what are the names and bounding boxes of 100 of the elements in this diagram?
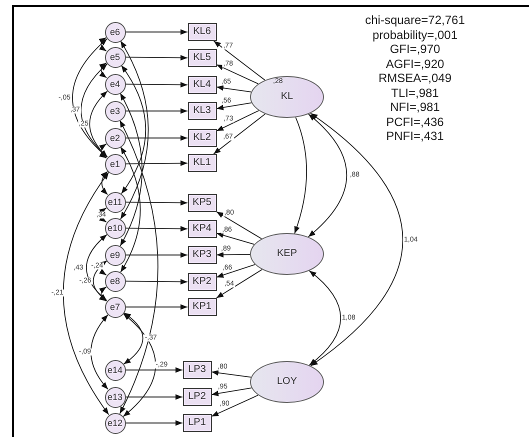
arrow <box>125 54 188 61</box>
arrow <box>216 232 255 245</box>
arrow <box>216 269 263 298</box>
indicator-box <box>188 154 216 172</box>
node-label: e7 <box>110 302 120 312</box>
arrow <box>216 102 252 110</box>
arrow <box>125 304 188 310</box>
node-label: KL2 <box>193 133 211 143</box>
covariance-arrow <box>62 172 110 416</box>
covariance-arrow <box>99 62 107 78</box>
arrow <box>211 370 252 378</box>
arrow <box>213 114 266 154</box>
arrow <box>125 278 188 285</box>
node-label: e2 <box>110 134 120 142</box>
covariance-arrow <box>90 314 108 390</box>
node-label: e4 <box>110 80 120 88</box>
node-label: e13 <box>107 392 123 402</box>
node-label: KP1 <box>192 302 212 312</box>
covariance-arrow <box>308 270 342 366</box>
covariance-arrow <box>120 40 149 220</box>
node-label: e5 <box>110 52 120 62</box>
covariance-arrow <box>120 146 141 273</box>
node-label: KP5 <box>192 198 212 208</box>
node-label: e6 <box>110 28 120 36</box>
node-label: LOY <box>276 377 297 387</box>
arrow <box>125 367 183 373</box>
node-label: KL5 <box>193 53 211 63</box>
arrow <box>125 200 188 206</box>
arrow <box>216 211 262 240</box>
indicator-box <box>188 23 216 41</box>
arrow <box>125 160 188 166</box>
covariance-arrow <box>120 64 146 194</box>
node-label: e8 <box>110 276 120 286</box>
arrow <box>211 387 252 396</box>
arrow <box>213 40 266 81</box>
arrow <box>125 252 188 258</box>
fit-statistic: PNFI=,431 <box>386 129 444 144</box>
node-label: e11 <box>108 198 122 206</box>
indicator-box <box>182 414 212 432</box>
node-label: KL1 <box>193 158 211 168</box>
indicator-box <box>188 273 216 291</box>
arrow <box>125 135 188 141</box>
arrow <box>125 226 188 232</box>
fit-statistic: chi-square=72,761 <box>365 13 465 28</box>
covariance-arrow <box>122 313 156 417</box>
covariance-arrow <box>72 38 108 158</box>
covariance-arrow <box>120 92 143 246</box>
node-label: e10 <box>107 224 123 232</box>
indicator-box <box>188 49 216 67</box>
node-label: KP4 <box>192 224 212 234</box>
arrow <box>216 252 250 258</box>
node-label: KEP <box>276 249 297 259</box>
fit-statistic: RMSEA=,049 <box>378 71 452 86</box>
indicator-box <box>188 129 216 147</box>
arrow <box>125 29 188 35</box>
fit-statistic: NFI=,981 <box>390 100 440 114</box>
indicator-box <box>188 298 216 316</box>
node-label: KL <box>280 92 294 102</box>
arrow <box>294 116 308 234</box>
fit-statistic: TLI=,981 <box>391 86 439 100</box>
node-label: KP2 <box>192 277 212 287</box>
arrow <box>216 110 260 132</box>
latent-ellipse <box>250 361 324 403</box>
arrow <box>216 85 252 92</box>
arrow <box>125 82 188 88</box>
node-label: e14 <box>107 366 123 374</box>
covariance-arrow <box>123 312 144 365</box>
arrow <box>216 264 256 278</box>
node-label: e9 <box>110 250 120 260</box>
fit-statistic: probability=,001 <box>372 28 458 42</box>
fit-statistic: AGFI=,920 <box>386 56 444 71</box>
node-label: KL6 <box>193 27 211 37</box>
covariance-arrow <box>310 112 404 366</box>
covariance-arrow <box>89 90 108 158</box>
node-label: LP2 <box>188 392 206 402</box>
node-label: e3 <box>110 106 120 116</box>
node-label: LP3 <box>188 365 206 375</box>
covariance-arrow <box>80 64 108 158</box>
indicator-box <box>188 76 216 94</box>
latent-ellipse <box>250 233 324 275</box>
covariance-arrow <box>92 260 108 302</box>
indicator-box <box>188 102 216 120</box>
arrow <box>125 108 188 114</box>
node-label: LP1 <box>188 418 206 428</box>
node-label: e12 <box>107 418 123 428</box>
covariance-arrow <box>99 286 107 302</box>
arrow <box>216 64 259 84</box>
indicator-box <box>182 388 212 406</box>
covariance-arrow <box>98 37 107 52</box>
covariance-arrow <box>86 234 108 301</box>
indicator-box <box>188 220 216 238</box>
indicator-box <box>182 361 212 379</box>
covariance-arrow <box>99 143 107 159</box>
indicator-box <box>188 194 216 212</box>
arrow <box>125 420 183 426</box>
covariance-arrow <box>119 120 158 414</box>
fit-statistic: GFI=,970 <box>390 42 440 56</box>
node-label: e1 <box>110 160 120 168</box>
indicator-box <box>188 246 216 264</box>
node-label: KP3 <box>192 250 212 260</box>
